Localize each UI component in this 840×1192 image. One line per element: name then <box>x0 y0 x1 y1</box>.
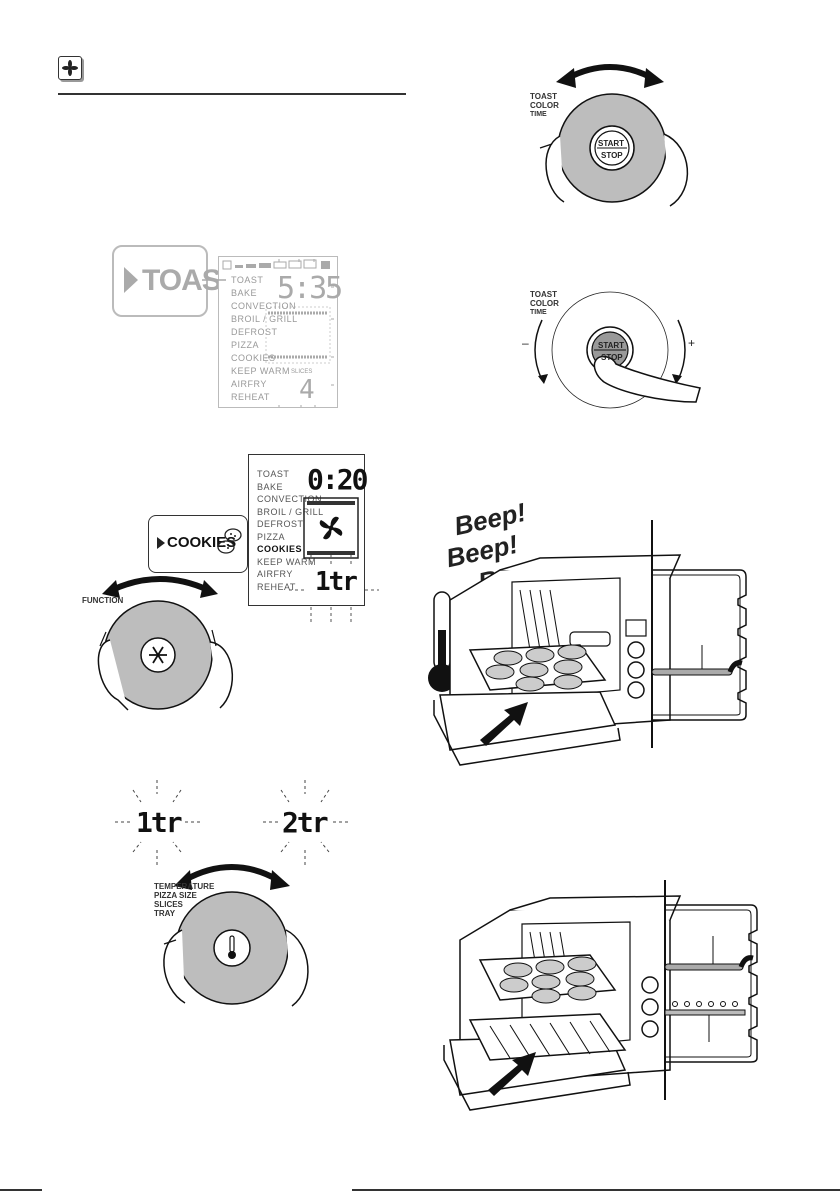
dial-label-time: TIME <box>530 111 547 118</box>
stop-label-press[interactable]: STOP <box>601 353 623 362</box>
triangle-icon <box>124 267 138 293</box>
dial-label-pizza-size: PIZZA SIZE <box>154 891 197 900</box>
header-fan-icon <box>58 56 82 80</box>
triangle-icon <box>157 537 165 549</box>
tray-option-one: 1tr <box>136 806 183 839</box>
snowflake-icon <box>149 646 167 664</box>
time-dial-labels: TOAST COLOR TIME <box>530 92 559 119</box>
tray-blink-rays <box>289 555 379 623</box>
toast-slices-label: SLICES <box>291 369 313 375</box>
cookies-icon <box>217 528 242 554</box>
oven-illustration-two <box>443 895 682 1111</box>
start-label-press[interactable]: START <box>598 341 625 350</box>
header-rule <box>58 93 406 95</box>
cookies-fn-9: REHEAT <box>257 581 296 592</box>
cookies-callout: COOKIES <box>148 515 248 573</box>
cookies-fn-4: DEFROST <box>257 519 304 529</box>
footer-rule-right <box>352 1189 840 1191</box>
cookies-fn-6: COOKIES <box>257 544 303 554</box>
dial-label-slices: SLICES <box>154 900 183 909</box>
temperature-dial[interactable] <box>140 848 340 1008</box>
dial-label-temperature: TEMPERATURE <box>154 882 215 891</box>
cookies-display: TOAST BAKE CONVECTION BROIL / GRILL DEFR… <box>248 454 379 623</box>
toast-fn-7: KEEP WARM <box>231 366 291 376</box>
cookies-fn-1: BAKE <box>257 481 284 492</box>
dial-label-toast: TOAST <box>530 92 557 101</box>
oven-illustration-one <box>433 554 682 766</box>
toast-fn-6: COOKIES <box>231 353 276 363</box>
toast-fn-9: REHEAT <box>231 392 270 402</box>
time-dial-rotate[interactable] <box>500 50 700 210</box>
toast-fn-2: CONVECTION <box>231 301 297 311</box>
thermometer-icon <box>228 935 236 959</box>
toast-display: TOAST BAKE CONVECTION BROIL / GRILL DEFR… <box>218 256 343 408</box>
toast-display-graphics <box>222 257 337 407</box>
dial-label-tray: TRAY <box>154 909 176 918</box>
start-label-top[interactable]: START <box>598 139 625 148</box>
toast-fn-1: BAKE <box>231 288 258 298</box>
press-dial-labels: TOAST COLOR TIME <box>530 290 559 317</box>
function-dial-label: FUNCTION <box>82 596 124 605</box>
function-dial[interactable] <box>70 570 270 720</box>
cookies-fn-5: PIZZA <box>257 531 286 542</box>
cookies-tray-display: 1tr <box>315 567 358 597</box>
press-label-time: TIME <box>530 309 547 316</box>
fan-icon <box>319 516 343 540</box>
fan-icon <box>62 60 78 76</box>
toast-fn-8: AIRFRY <box>231 379 267 389</box>
press-label-toast: TOAST <box>530 290 557 299</box>
toast-callout: TOAST <box>112 245 239 317</box>
stop-label-top[interactable]: STOP <box>601 151 623 160</box>
toast-fn-0: TOAST <box>231 275 264 285</box>
start-stop-press[interactable] <box>500 270 720 420</box>
toast-fn-3: BROIL / GRILL <box>231 314 298 324</box>
dial-label-color: COLOR <box>530 101 559 110</box>
tray-option-two: 2tr <box>282 806 329 839</box>
minus-sign: – <box>522 336 529 350</box>
cutaway-divider-2 <box>664 880 666 1100</box>
cookies-time-display: 0:20 <box>307 463 368 496</box>
plus-sign: + <box>688 336 696 350</box>
tray-option-rays <box>115 780 349 866</box>
press-label-color: COLOR <box>530 299 559 308</box>
toast-fn-4: DEFROST <box>231 327 278 337</box>
toast-fn-5: PIZZA <box>231 340 260 350</box>
cookies-fn-2: CONVECTION <box>257 494 323 504</box>
toast-callout-pointer <box>202 279 226 281</box>
cookies-fn-0: TOAST <box>257 469 290 479</box>
cutaway-divider-1 <box>651 520 653 748</box>
cookies-fn-8: AIRFRY <box>257 569 293 579</box>
footer-rule-left <box>0 1189 42 1191</box>
temperature-dial-labels: TEMPERATURE PIZZA SIZE SLICES TRAY <box>154 882 214 918</box>
cookies-fn-3: BROIL / GRILL <box>257 506 324 517</box>
cookies-fan-box <box>303 497 359 559</box>
cookies-fn-7: KEEP WARM <box>257 556 317 567</box>
toast-slices-value: 4 <box>299 375 315 405</box>
side-cutaway-one <box>652 569 747 721</box>
cookies-callout-text: COOKIES <box>167 534 237 551</box>
side-cutaway-two <box>665 904 758 1063</box>
toast-time-display: 5:35 <box>277 271 343 306</box>
